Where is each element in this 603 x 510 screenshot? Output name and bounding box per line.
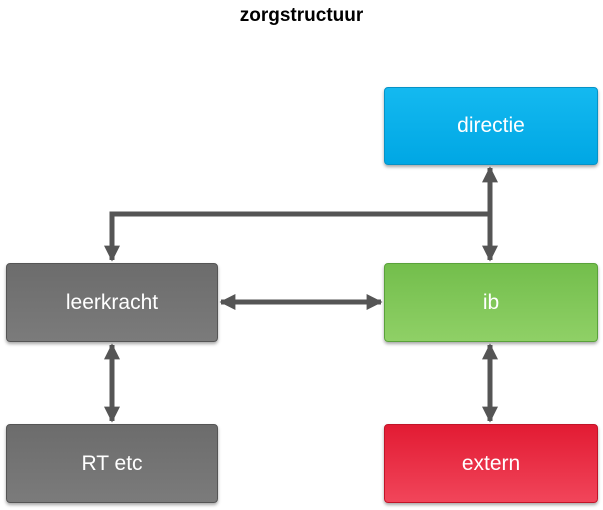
diagram-title: zorgstructuur — [239, 5, 364, 26]
node-extern: extern — [384, 424, 598, 503]
arrow-ib-leerkracht-top — [103, 211, 492, 262]
node-leerkracht: leerkracht — [6, 263, 218, 342]
node-ib: ib — [384, 263, 598, 342]
node-directie: directie — [384, 87, 598, 165]
node-rt-etc: RT etc — [6, 424, 218, 503]
